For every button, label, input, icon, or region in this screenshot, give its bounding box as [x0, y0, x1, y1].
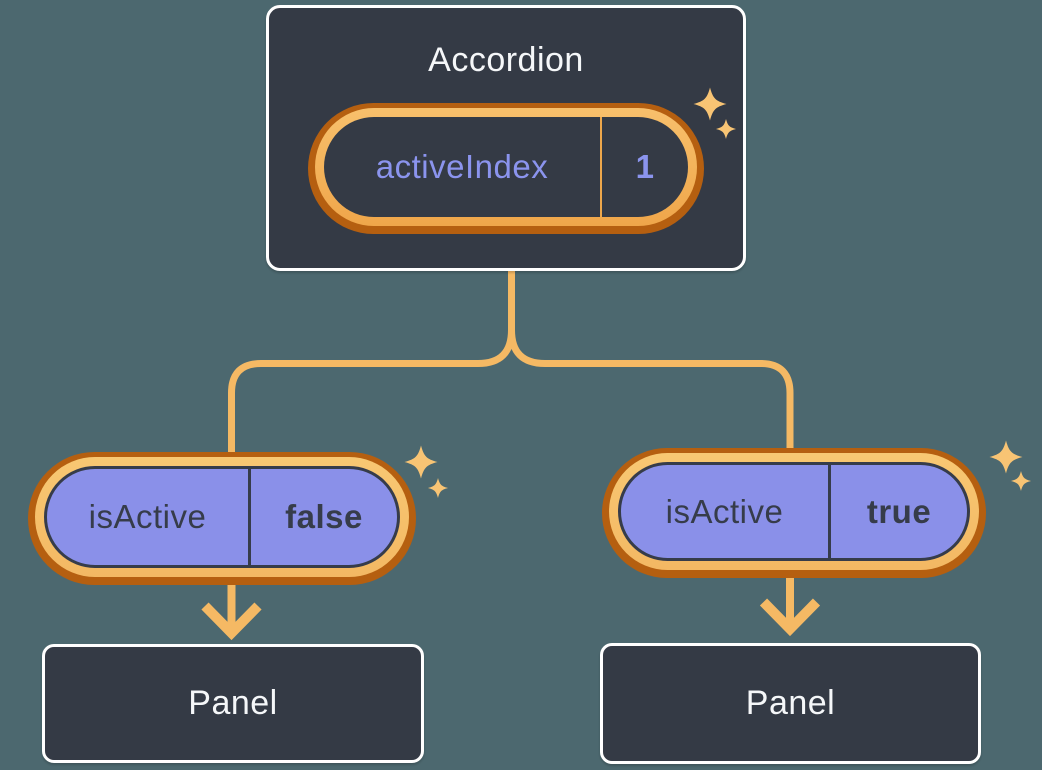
prop-label: isActive: [665, 492, 784, 530]
panel-title: Panel: [188, 684, 278, 722]
left-prop-pill: isActive false: [28, 452, 416, 585]
branch-line-right: [508, 271, 794, 456]
prop-value: true: [866, 492, 932, 530]
panel-title: Panel: [745, 684, 836, 722]
pill-divider: [828, 465, 831, 558]
left-arrow-icon: [201, 580, 262, 641]
accordion-node: Accordion activeIndex 1: [266, 5, 746, 271]
left-panel-node: Panel: [42, 644, 424, 763]
pill-divider: [600, 117, 602, 217]
right-panel-node: Panel: [600, 643, 981, 764]
right-arrow-icon: [759, 576, 821, 637]
state-label: activeIndex: [375, 148, 549, 185]
sparkle-icon: [989, 440, 1031, 491]
prop-label: isActive: [88, 498, 207, 535]
accordion-title: Accordion: [428, 41, 584, 79]
state-value: 1: [635, 148, 655, 185]
state-pill: activeIndex 1: [308, 103, 704, 234]
prop-value: false: [285, 498, 363, 535]
branch-line-left: [228, 271, 515, 460]
right-prop-pill: isActive true: [602, 448, 986, 578]
pill-divider: [248, 469, 251, 565]
